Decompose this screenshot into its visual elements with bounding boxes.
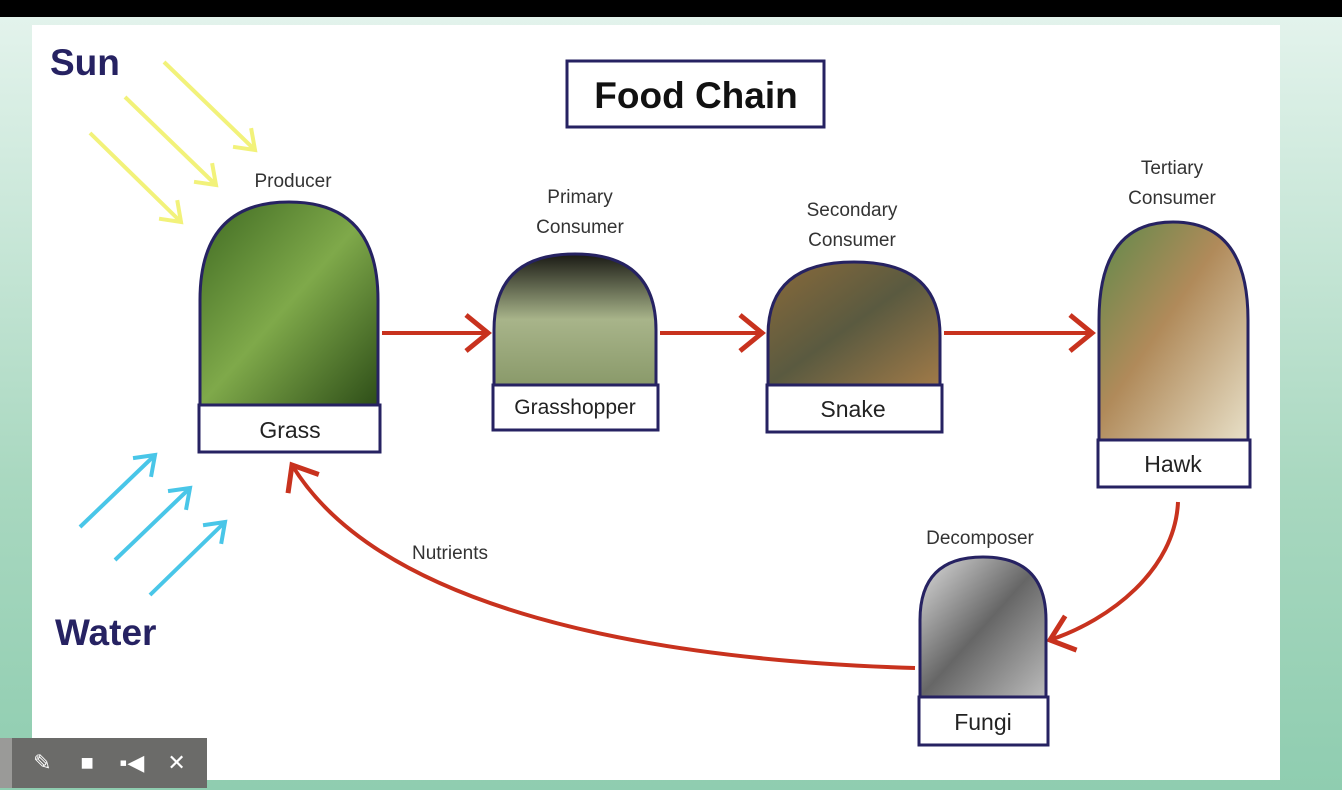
svg-text:Consumer: Consumer [1128,188,1216,209]
sun-rays-icon [88,60,258,225]
organism-grasshopper: Primary Consumer Grasshopper [491,187,660,432]
organism-snake: Secondary Consumer Snake [765,200,944,434]
annotation-toolbar: ✎ ■ ▪◀ ✕ [12,738,207,788]
role-label: Producer [254,171,332,192]
name-label: Grass [259,417,320,443]
name-label: Grasshopper [514,396,635,419]
pencil-icon[interactable]: ✎ [33,750,52,775]
sun-label: Sun [50,42,120,83]
svg-text:Primary: Primary [547,187,613,208]
arrow-hawk-to-fungi [1046,501,1180,653]
fungi-image [918,555,1048,699]
title-box [565,59,826,129]
arrow-fungi-to-grass [285,461,916,670]
close-icon[interactable]: ✕ [167,750,186,775]
organism-grass: Producer Grass [197,171,382,454]
organism-hawk: Tertiary Consumer Hawk [1096,158,1252,489]
svg-text:Consumer: Consumer [536,217,624,238]
nutrients-label: Nutrients [412,543,488,564]
organism-fungi: Decomposer Fungi [917,528,1050,747]
page-title: Food Chain [594,75,797,116]
flow-arrows [285,313,1180,670]
name-label: Fungi [954,709,1012,735]
svg-text:Secondary: Secondary [807,200,898,221]
grass-image [198,200,380,407]
toolbar-handle[interactable] [0,738,12,788]
snake-image [766,260,942,387]
video-camera-icon[interactable]: ▪◀ [119,750,145,775]
role-label: Decomposer [926,528,1034,549]
water-label: Water [55,612,156,653]
grasshopper-image [492,252,658,387]
name-label: Hawk [1144,451,1202,477]
hawk-image [1097,220,1250,442]
water-arrows-icon [78,452,228,597]
svg-text:Tertiary: Tertiary [1141,158,1204,179]
svg-text:Consumer: Consumer [808,230,896,251]
eraser-icon[interactable]: ■ [80,750,94,775]
name-label: Snake [820,396,885,422]
